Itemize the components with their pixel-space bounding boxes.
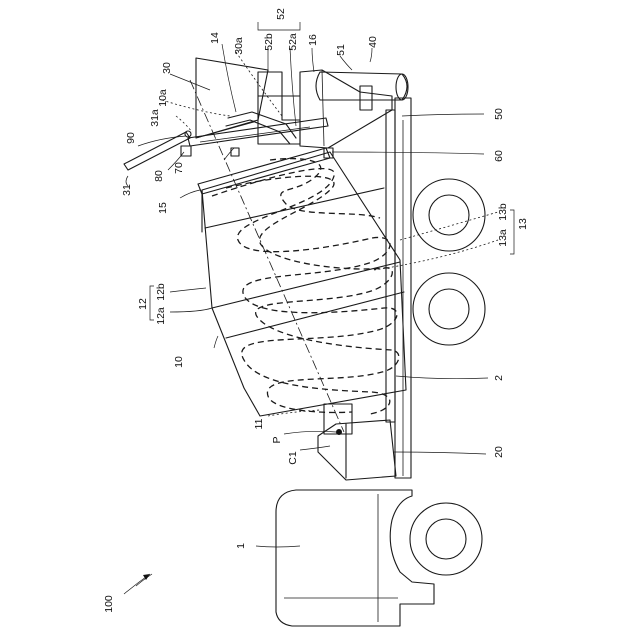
label-10: 10: [173, 356, 185, 368]
label-20: 20: [493, 446, 505, 458]
label-30: 30: [161, 62, 173, 74]
label-12a: 12a: [155, 307, 167, 325]
tank-leg: [360, 86, 372, 110]
support-column: [300, 70, 392, 148]
rear-wheel-2: [413, 179, 485, 251]
label-80: 80: [153, 170, 165, 182]
label-52b: 52b: [263, 33, 275, 51]
label-14: 14: [209, 32, 221, 44]
label-90: 90: [125, 132, 137, 144]
label-11: 11: [253, 418, 265, 429]
label-10a: 10a: [157, 89, 169, 107]
gearbox: [318, 420, 396, 480]
drum-ring: [198, 148, 330, 194]
label-1: 1: [235, 543, 247, 549]
label-13: 13: [517, 218, 529, 230]
label-12b: 12b: [155, 283, 167, 301]
label-100: 100: [103, 595, 115, 613]
hopper: [196, 58, 268, 138]
label-52a: 52a: [287, 33, 299, 51]
drum-shaft: [324, 404, 352, 435]
sensor-block-70: [231, 148, 239, 156]
label-P: P: [271, 436, 283, 443]
subframe-plate: [386, 110, 395, 422]
label-13a: 13a: [497, 229, 509, 247]
label-13b: 13b: [497, 203, 509, 221]
label-60: 60: [493, 150, 505, 162]
arrow-icon: [124, 574, 150, 594]
label-2: 2: [493, 375, 505, 381]
front-wheel: [410, 503, 482, 575]
label-52: 52: [275, 8, 287, 20]
label-15: 15: [157, 202, 169, 214]
cab-body: [276, 490, 434, 626]
drum-spiral-blades: [212, 159, 399, 414]
label-70: 70: [173, 162, 185, 174]
label-31a: 31a: [149, 109, 161, 127]
label-C1: C1: [287, 451, 299, 465]
mixer-drum: [202, 152, 406, 416]
label-50: 50: [493, 108, 505, 120]
label-12: 12: [137, 298, 149, 310]
label-40: 40: [367, 36, 379, 48]
label-16: 16: [307, 34, 319, 46]
label-31: 31: [121, 184, 133, 196]
label-30a: 30a: [233, 37, 245, 55]
label-51: 51: [335, 44, 347, 56]
rear-wheel-1: [413, 273, 485, 345]
chassis-frame: [395, 98, 411, 478]
